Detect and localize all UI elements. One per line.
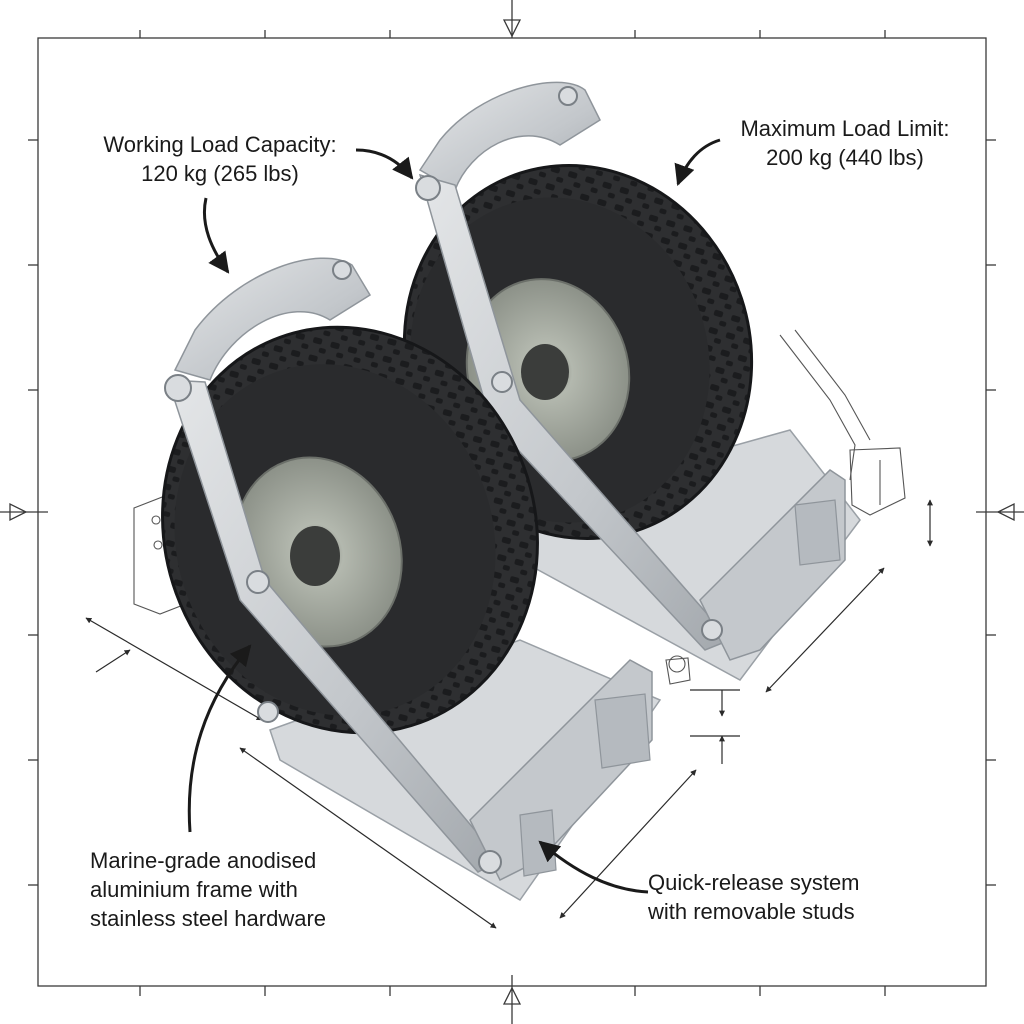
working-load-line-2: 120 kg (265 lbs) <box>141 161 299 186</box>
dimension-lines <box>85 499 933 929</box>
launch-wheel-front <box>161 257 662 901</box>
quick-release-line-1: Quick-release system <box>648 870 860 895</box>
callout-arrows <box>187 138 721 894</box>
maximum-load-line-1: Maximum Load Limit: <box>740 116 950 141</box>
maximum-load-line-2: 200 kg (440 lbs) <box>766 145 924 170</box>
working-load-callout: Working Load Capacity: 120 kg (265 lbs) <box>70 130 370 188</box>
working-load-line-1: Working Load Capacity: <box>103 132 337 157</box>
quick-release-callout: Quick-release system with removable stud… <box>648 868 918 926</box>
quick-release-line-2: with removable studs <box>648 899 855 924</box>
frame-line-3: stainless steel hardware <box>90 906 327 931</box>
frame-line-1: Marine-grade anodised <box>90 848 317 873</box>
maximum-load-callout: Maximum Load Limit: 200 kg (440 lbs) <box>690 114 1000 172</box>
frame-material-callout: Marine-grade anodised aluminium frame wi… <box>90 846 390 933</box>
frame-line-2: aluminium frame with <box>90 877 298 902</box>
